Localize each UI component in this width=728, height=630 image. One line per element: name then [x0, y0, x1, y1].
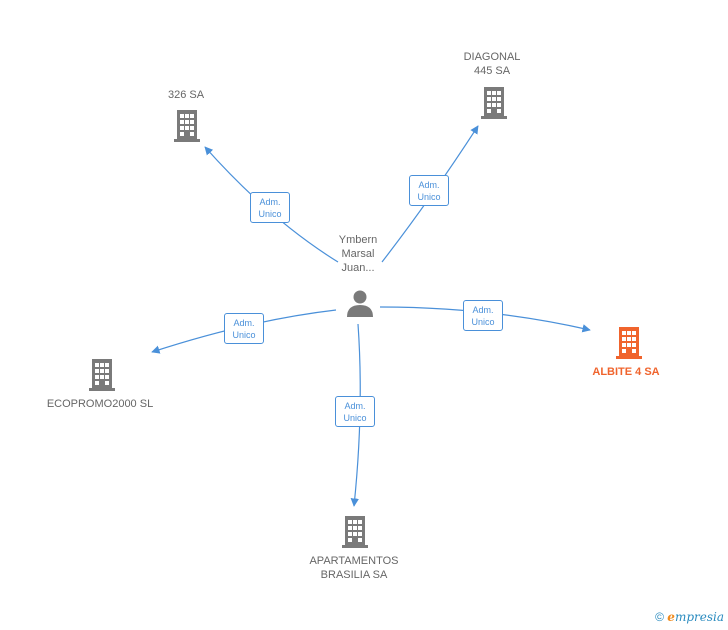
building-icon[interactable] — [614, 325, 644, 359]
relation-role-line-1: Adm. — [418, 180, 440, 190]
building-icon[interactable] — [172, 108, 202, 142]
relation-role-line-1: Adm. — [472, 305, 494, 315]
company-label-diagonal[interactable]: DIAGONAL 445 SA — [463, 51, 521, 77]
relation-label-ecopromo[interactable]: Adm. Unico — [224, 313, 264, 344]
empresia-logo-initial: e — [667, 610, 675, 624]
relation-role-line-2: Unico — [343, 413, 367, 423]
relation-role-line-1: Adm. — [259, 197, 281, 207]
company-label-apartamentos[interactable]: APARTAMENTOS BRASILIA SA — [309, 555, 399, 581]
empresia-logo-text: mpresia — [674, 610, 724, 624]
relation-role-line-1: Adm. — [233, 318, 255, 328]
copyright-symbol: © — [655, 610, 664, 624]
company-label-ecopromo[interactable]: ECOPROMO2000 SL — [46, 398, 154, 410]
relation-role-line-2: Unico — [471, 317, 495, 327]
building-icon[interactable] — [340, 514, 370, 548]
empresia-logo: empresia — [667, 610, 724, 624]
relation-label-diagonal[interactable]: Adm. Unico — [409, 175, 449, 206]
relation-role-line-1: Adm. — [344, 401, 366, 411]
building-icon[interactable] — [87, 357, 117, 391]
relation-label-apartamentos[interactable]: Adm. Unico — [335, 396, 375, 427]
relation-role-line-2: Unico — [417, 192, 441, 202]
relation-role-line-2: Unico — [258, 209, 282, 219]
building-icon[interactable] — [479, 85, 509, 119]
company-label-albite[interactable]: ALBITE 4 SA — [592, 366, 660, 378]
center-person-label[interactable]: Ymbern Marsal Juan... — [320, 233, 396, 275]
empresia-footer[interactable]: © empresia — [655, 610, 724, 624]
person-icon[interactable] — [345, 288, 375, 318]
relation-role-line-2: Unico — [232, 330, 256, 340]
center-person-label-line-3: Juan... — [341, 262, 375, 274]
company-label-326[interactable]: 326 SA — [167, 89, 205, 101]
center-person-label-line-1: Ymbern — [338, 234, 378, 246]
relation-label-albite[interactable]: Adm. Unico — [463, 300, 503, 331]
center-person-label-line-2: Marsal — [341, 248, 375, 260]
relation-label-326[interactable]: Adm. Unico — [250, 192, 290, 223]
